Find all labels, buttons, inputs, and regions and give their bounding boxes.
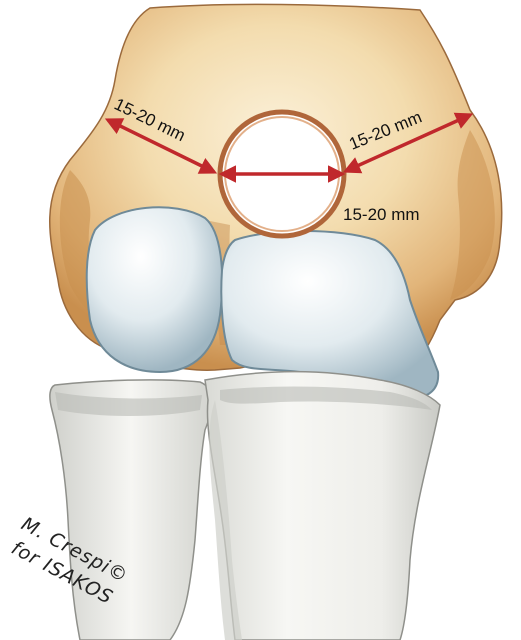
lateral-condyle-cartilage (87, 207, 222, 372)
diameter-label: 15-20 mm (343, 205, 420, 224)
tibia-bone (205, 372, 440, 640)
fibula-bone (50, 380, 212, 640)
